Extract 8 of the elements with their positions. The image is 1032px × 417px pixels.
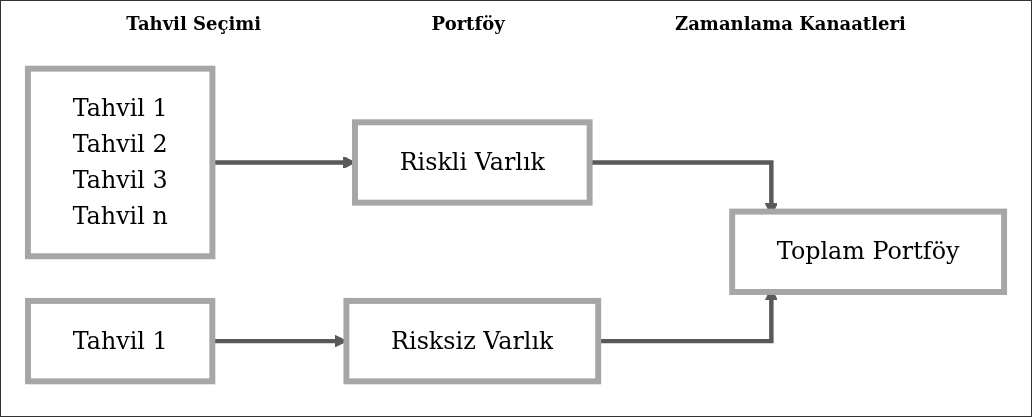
node-box: Tahvil 1 bbox=[25, 297, 216, 385]
column-heading: Zamanlama Kanaatleri bbox=[675, 13, 906, 34]
node-box: Risksiz Varlık bbox=[343, 297, 602, 385]
column-heading: Portföy bbox=[431, 13, 505, 34]
node-box: Riskli Varlık bbox=[352, 119, 593, 206]
node-box: Toplam Portföy bbox=[729, 208, 1008, 295]
node-box: Tahvil 1 Tahvil 2 Tahvil 3 Tahvil n bbox=[24, 65, 216, 260]
column-heading: Tahvil Seçimi bbox=[126, 13, 262, 34]
